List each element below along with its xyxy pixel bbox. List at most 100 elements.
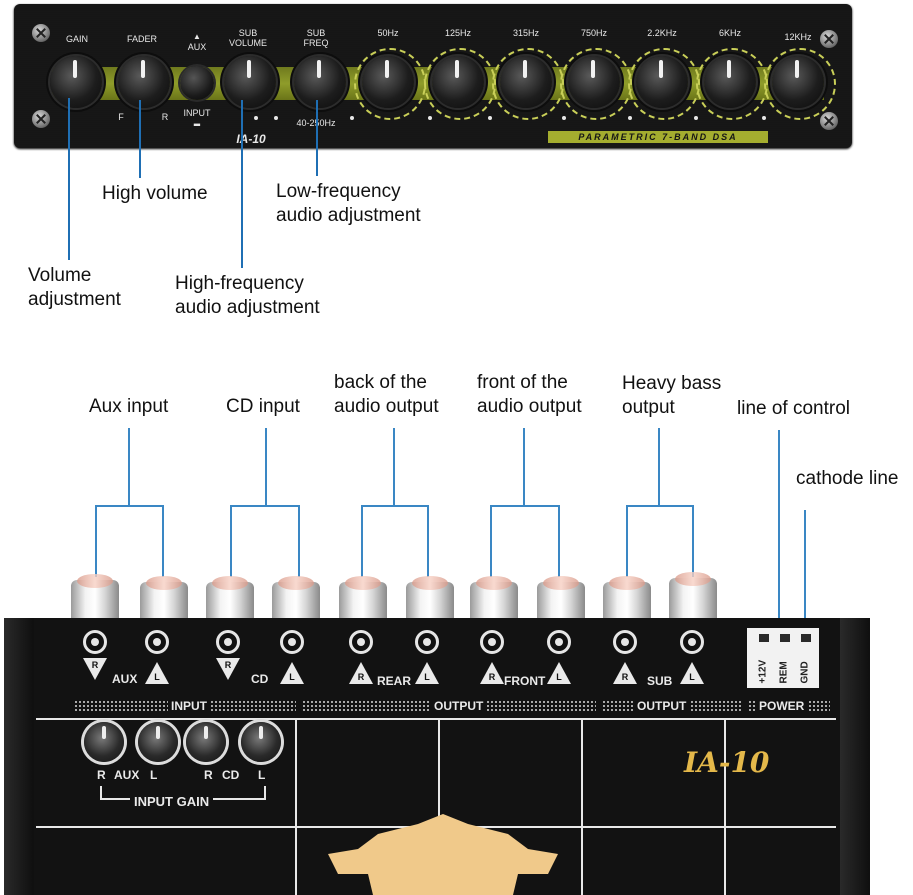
input-section-label: INPUT [168, 699, 210, 713]
band-label: 2.2KHz [647, 28, 677, 38]
front-jack-label: FRONT [504, 674, 546, 688]
aux-up-arrow-icon: ▲ [193, 32, 201, 41]
brand-shield-logo [328, 814, 558, 895]
bracket-line [95, 505, 164, 507]
indicator-dot [628, 116, 632, 120]
rear-l-jack[interactable] [415, 630, 439, 654]
bracket-line [523, 428, 525, 505]
gain-r-letter: R [97, 768, 106, 782]
r-letter: R [224, 660, 232, 670]
gain-l-letter: L [258, 768, 266, 782]
fader-knob[interactable] [118, 56, 170, 108]
cd-jack-label: CD [251, 672, 269, 686]
gain-r-letter: R [204, 768, 213, 782]
gain-cd-label: CD [222, 768, 240, 782]
bracket-line [128, 428, 130, 505]
bracket-line [361, 505, 429, 507]
model-logo: IA-10 [684, 746, 770, 779]
fader-label: FADER [126, 34, 157, 44]
bracket-line [393, 428, 395, 505]
sub-r-jack[interactable] [613, 630, 637, 654]
cd-r-gain-knob[interactable] [186, 722, 226, 762]
band-ring [764, 48, 836, 120]
back-output-callout: back of the audio output [334, 372, 439, 417]
l-marker-icon [280, 662, 304, 684]
cd-l-jack[interactable] [280, 630, 304, 654]
l-marker-icon [145, 662, 169, 684]
sub-jack-label: SUB [647, 674, 673, 688]
l-marker-icon [680, 662, 704, 684]
side-frame [4, 618, 34, 895]
output-section-label: OUTPUT [431, 699, 487, 713]
cd-l-gain-knob[interactable] [241, 722, 281, 762]
power-pin [801, 634, 811, 642]
heavy-bass-callout: Heavy bass output [622, 373, 722, 418]
rear-r-jack[interactable] [349, 630, 373, 654]
sub-freq-knob[interactable] [294, 56, 346, 108]
power-pin [759, 634, 769, 642]
grid-line [36, 718, 836, 720]
power-pin-rem-label: REM [778, 661, 790, 684]
r-marker-icon [480, 662, 504, 684]
r-marker-icon [216, 658, 240, 680]
power-pin-gnd-label: GND [799, 661, 811, 684]
front-l-jack[interactable] [547, 630, 571, 654]
sub-volume-label: SUB VOLUME [228, 28, 267, 48]
volume-adjustment-callout: Volume adjustment [28, 265, 121, 310]
cd-input-callout: CD input [226, 396, 300, 417]
front-r-jack[interactable] [480, 630, 504, 654]
equalizer-rear-panel: R L AUX R L CD R L REAR R L FRONT R L SU… [4, 618, 870, 895]
bracket-line [361, 505, 363, 577]
aux-jack-label: AUX [112, 672, 138, 686]
input-gain-label: INPUT GAIN [130, 794, 214, 809]
bracket-line [778, 430, 780, 620]
pointer-line [139, 100, 141, 178]
cd-r-jack[interactable] [216, 630, 240, 654]
sub-l-jack[interactable] [680, 630, 704, 654]
sub-volume-knob[interactable] [224, 56, 276, 108]
gain-knob[interactable] [50, 56, 102, 108]
bracket-line [230, 505, 232, 577]
bracket-line [626, 505, 628, 577]
indicator-dot [428, 116, 432, 120]
fader-rear-label: R [161, 112, 169, 122]
bracket-line [692, 505, 694, 577]
aux-r-jack[interactable] [83, 630, 107, 654]
band-knob-50hz[interactable] [362, 56, 414, 108]
aux-l-jack[interactable] [145, 630, 169, 654]
band-knob-750hz[interactable] [568, 56, 620, 108]
aux-l-gain-knob[interactable] [138, 722, 178, 762]
band-knob-2-2khz[interactable] [636, 56, 688, 108]
band-knob-125hz[interactable] [432, 56, 484, 108]
pointer-line [68, 98, 70, 260]
band-strip-label: PARAMETRIC 7-BAND DSA [548, 131, 768, 143]
r-letter: R [488, 672, 496, 682]
bracket-line [490, 505, 560, 507]
band-knob-6khz[interactable] [704, 56, 756, 108]
band-label: 12KHz [784, 32, 812, 42]
pointer-line [241, 100, 243, 268]
bracket-line [558, 505, 560, 577]
aux-r-gain-knob[interactable] [84, 722, 124, 762]
screw-icon [32, 24, 50, 42]
rca-plug[interactable] [71, 574, 119, 624]
band-knob-12khz[interactable] [772, 56, 824, 108]
band-label: 125Hz [444, 28, 471, 38]
bracket-line [230, 505, 300, 507]
power-section-label: POWER [756, 699, 808, 713]
pointer-line [316, 100, 318, 176]
screw-icon [820, 30, 838, 48]
input-label: INPUT [183, 108, 211, 118]
front-output-callout: front of the audio output [477, 372, 582, 417]
grid-line [581, 718, 583, 895]
band-label: 6KHz [718, 28, 741, 38]
aux-input-switch[interactable] [180, 66, 214, 100]
bracket-line [95, 505, 97, 577]
rca-plug[interactable] [669, 572, 717, 622]
band-knob-315hz[interactable] [500, 56, 552, 108]
power-pin-12v-label: +12V [757, 659, 769, 684]
band-label: 50Hz [377, 28, 399, 38]
bracket-line [162, 505, 164, 577]
bracket-line [804, 510, 806, 620]
l-letter: L [289, 672, 295, 682]
